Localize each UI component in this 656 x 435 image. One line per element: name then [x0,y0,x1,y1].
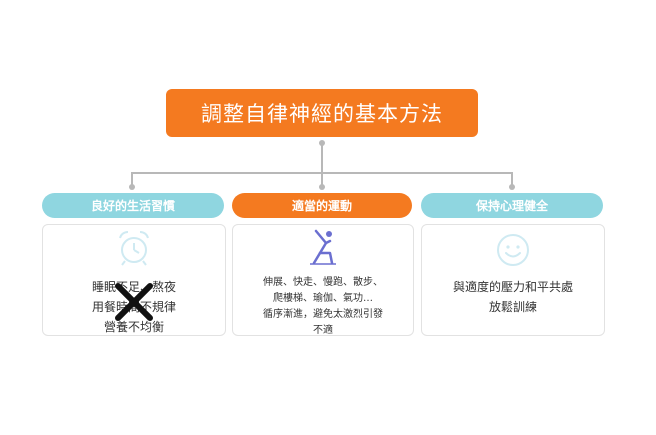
connector-dot-left [129,184,135,190]
category-pill-exercise: 適當的運動 [232,193,412,218]
connector-right [511,172,513,186]
cross-mark-icon [115,283,153,321]
category-label: 保持心理健全 [475,199,548,213]
connector-dot-right [509,184,515,190]
card-text-exercise: 伸展、快走、慢跑、散步、 爬樓梯、瑜伽、氣功… 循序漸進，避免太激烈引發 不適 [263,277,383,336]
card-text-mental: 與適度的壓力和平共處 放鬆訓練 [452,280,573,314]
stretching-person-icon [310,229,336,265]
connector-center [321,172,323,186]
connector-left [131,172,133,186]
smiley-face-icon [497,234,529,266]
card-mental: 與適度的壓力和平共處 放鬆訓練 [421,224,605,336]
card-text-lifestyle: 睡眠不足、熬夜 用餐時間不規律 營養不均衡 [91,280,176,334]
connector-dot-center [319,184,325,190]
connector-dot-top [319,140,325,146]
diagram-title: 調整自律神經的基本方法 [201,102,443,126]
category-label: 良好的生活習慣 [90,199,175,213]
category-pill-lifestyle: 良好的生活習慣 [42,193,224,218]
connector-stem [321,143,323,173]
alarm-clock-icon [119,231,149,266]
title-box: 調整自律神經的基本方法 [166,89,478,137]
category-pill-mental: 保持心理健全 [421,193,603,218]
category-label: 適當的運動 [291,199,352,213]
card-lifestyle: 睡眠不足、熬夜 用餐時間不規律 營養不均衡 [42,224,226,336]
card-exercise: 伸展、快走、慢跑、散步、 爬樓梯、瑜伽、氣功… 循序漸進，避免太激烈引發 不適 [232,224,414,336]
